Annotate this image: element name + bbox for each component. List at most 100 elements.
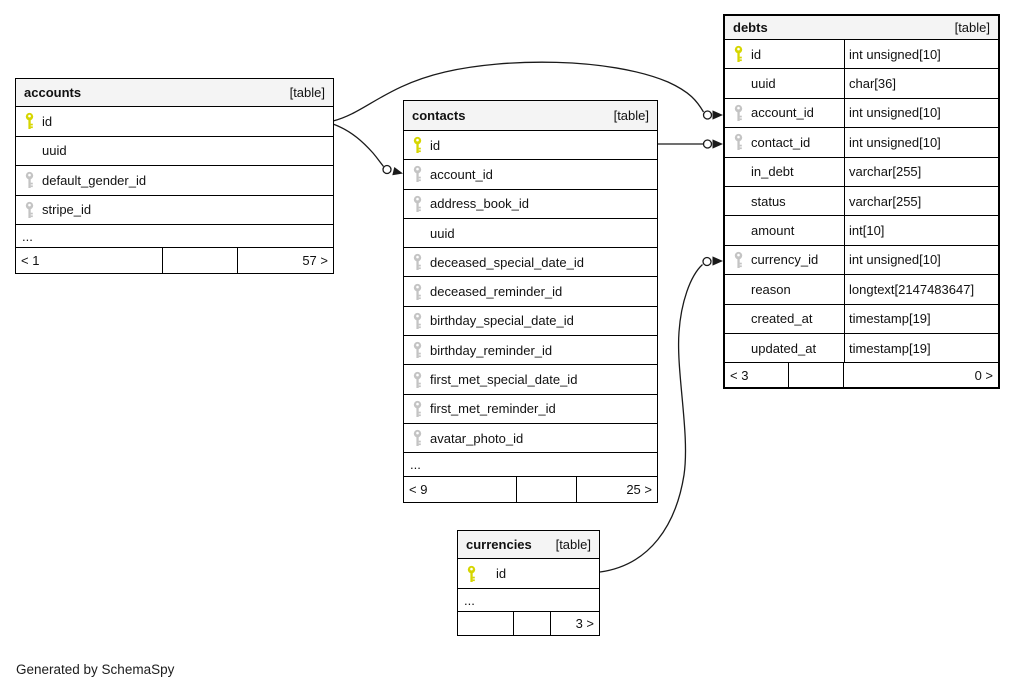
column-name: status (751, 193, 786, 209)
column-name: avatar_photo_id (430, 430, 524, 446)
pager-prev: < 1 (16, 248, 163, 273)
table-name[interactable]: debts (733, 20, 768, 35)
pager-mid (163, 248, 238, 273)
column-name: deceased_special_date_id (430, 254, 584, 270)
column-name: updated_at (751, 340, 817, 356)
table-accounts[interactable]: accounts [table] id uuid default_gender_id… (15, 78, 334, 274)
foreign-key-icon (734, 104, 743, 121)
column-row-first_met_special_date_id[interactable]: first_met_special_date_id (404, 365, 657, 395)
foreign-key-icon (413, 430, 422, 447)
column-row-uuid[interactable]: uuid (16, 136, 333, 166)
column-type: varchar[255] (844, 186, 998, 216)
column-name: account_id (751, 105, 814, 121)
column-name: default_gender_id (42, 172, 147, 188)
column-name: first_met_special_date_id (430, 372, 578, 388)
table-contacts[interactable]: contacts [table] id account_id address_boo… (403, 100, 658, 504)
column-name: id (496, 566, 507, 581)
table-contacts-pager: < 9 25 > (404, 477, 657, 503)
generated-by-note: Generated by SchemaSpy (16, 662, 175, 677)
table-name[interactable]: contacts (412, 108, 466, 123)
foreign-key-icon (413, 166, 422, 183)
column-name: amount (751, 223, 795, 239)
column-type: varchar[255] (844, 157, 998, 186)
pager-next: 25 > (626, 482, 652, 498)
table-name[interactable]: currencies (466, 537, 532, 552)
table-tag: [table] (613, 108, 649, 123)
more-columns-row: ... (404, 453, 657, 478)
foreign-key-icon (25, 201, 34, 218)
table-name[interactable]: accounts (24, 85, 82, 100)
column-name: uuid (751, 76, 776, 92)
column-name: first_met_reminder_id (430, 401, 556, 417)
column-row-id[interactable]: id (404, 131, 657, 161)
column-row-default_gender_id[interactable]: default_gender_id (16, 166, 333, 196)
column-row-id[interactable]: id (16, 107, 333, 137)
foreign-key-icon (734, 251, 743, 268)
table-debts-header[interactable]: debts [table] (725, 16, 998, 40)
fk-arrowhead (392, 167, 403, 176)
pager-prev: < 9 (404, 477, 517, 503)
column-name: id (42, 113, 53, 129)
foreign-key-icon (734, 134, 743, 151)
column-row-address_book_id[interactable]: address_book_id (404, 189, 657, 219)
pager-next: 3 > (575, 616, 594, 631)
column-name: contact_id (751, 134, 811, 150)
zero-one-circle (382, 164, 392, 175)
foreign-key-icon (413, 254, 422, 271)
table-contacts-header[interactable]: contacts [table] (404, 101, 657, 131)
column-row-id[interactable]: id (458, 559, 599, 589)
column-type: longtext[2147483647] (844, 275, 998, 304)
column-row-uuid[interactable]: uuid (404, 218, 657, 249)
fk-arrowhead (712, 110, 723, 120)
column-name: birthday_special_date_id (430, 313, 574, 329)
table-tag: [table] (954, 20, 990, 35)
column-row-contact_id[interactable]: contact_id int unsigned[10] (725, 128, 998, 158)
column-row-stripe_id[interactable]: stripe_id (16, 195, 333, 225)
column-name: id (430, 137, 441, 153)
table-accounts-pager: < 1 57 > (16, 248, 333, 273)
zero-one-circle (702, 139, 713, 149)
zero-one-circle (702, 256, 712, 267)
column-type: int unsigned[10] (844, 40, 998, 69)
relationship-line-accounts-contacts (332, 123, 385, 167)
foreign-key-icon (413, 283, 422, 300)
column-row-birthday_special_date_id[interactable]: birthday_special_date_id (404, 306, 657, 337)
column-row-deceased_special_date_id[interactable]: deceased_special_date_id (404, 248, 657, 278)
table-currencies-header[interactable]: currencies [table] (458, 531, 599, 559)
more-columns-row: ... (16, 225, 333, 248)
column-name: address_book_id (430, 196, 530, 212)
column-row-account_id[interactable]: account_id (404, 160, 657, 190)
table-accounts-header[interactable]: accounts [table] (16, 79, 333, 107)
column-name: currency_id (751, 252, 819, 268)
column-row-avatar_photo_id[interactable]: avatar_photo_id (404, 423, 657, 454)
fk-arrowhead (712, 256, 723, 266)
column-type: int unsigned[10] (844, 128, 998, 157)
column-row-first_met_reminder_id[interactable]: first_met_reminder_id (404, 394, 657, 424)
column-name: birthday_reminder_id (430, 342, 553, 358)
pager-prev (458, 612, 514, 635)
column-name: created_at (751, 311, 813, 327)
table-currencies-pager: 3 > (458, 612, 599, 635)
column-row-status[interactable]: status varchar[255] (725, 186, 998, 217)
table-currencies[interactable]: currencies [table] id... 3 > (457, 530, 600, 636)
column-row-deceased_reminder_id[interactable]: deceased_reminder_id (404, 277, 657, 307)
pager-prev: < 3 (725, 363, 789, 388)
primary-key-icon (734, 46, 743, 63)
foreign-key-icon (413, 400, 422, 417)
column-row-birthday_reminder_id[interactable]: birthday_reminder_id (404, 336, 657, 366)
column-name: uuid (430, 225, 455, 241)
foreign-key-icon (25, 172, 34, 189)
